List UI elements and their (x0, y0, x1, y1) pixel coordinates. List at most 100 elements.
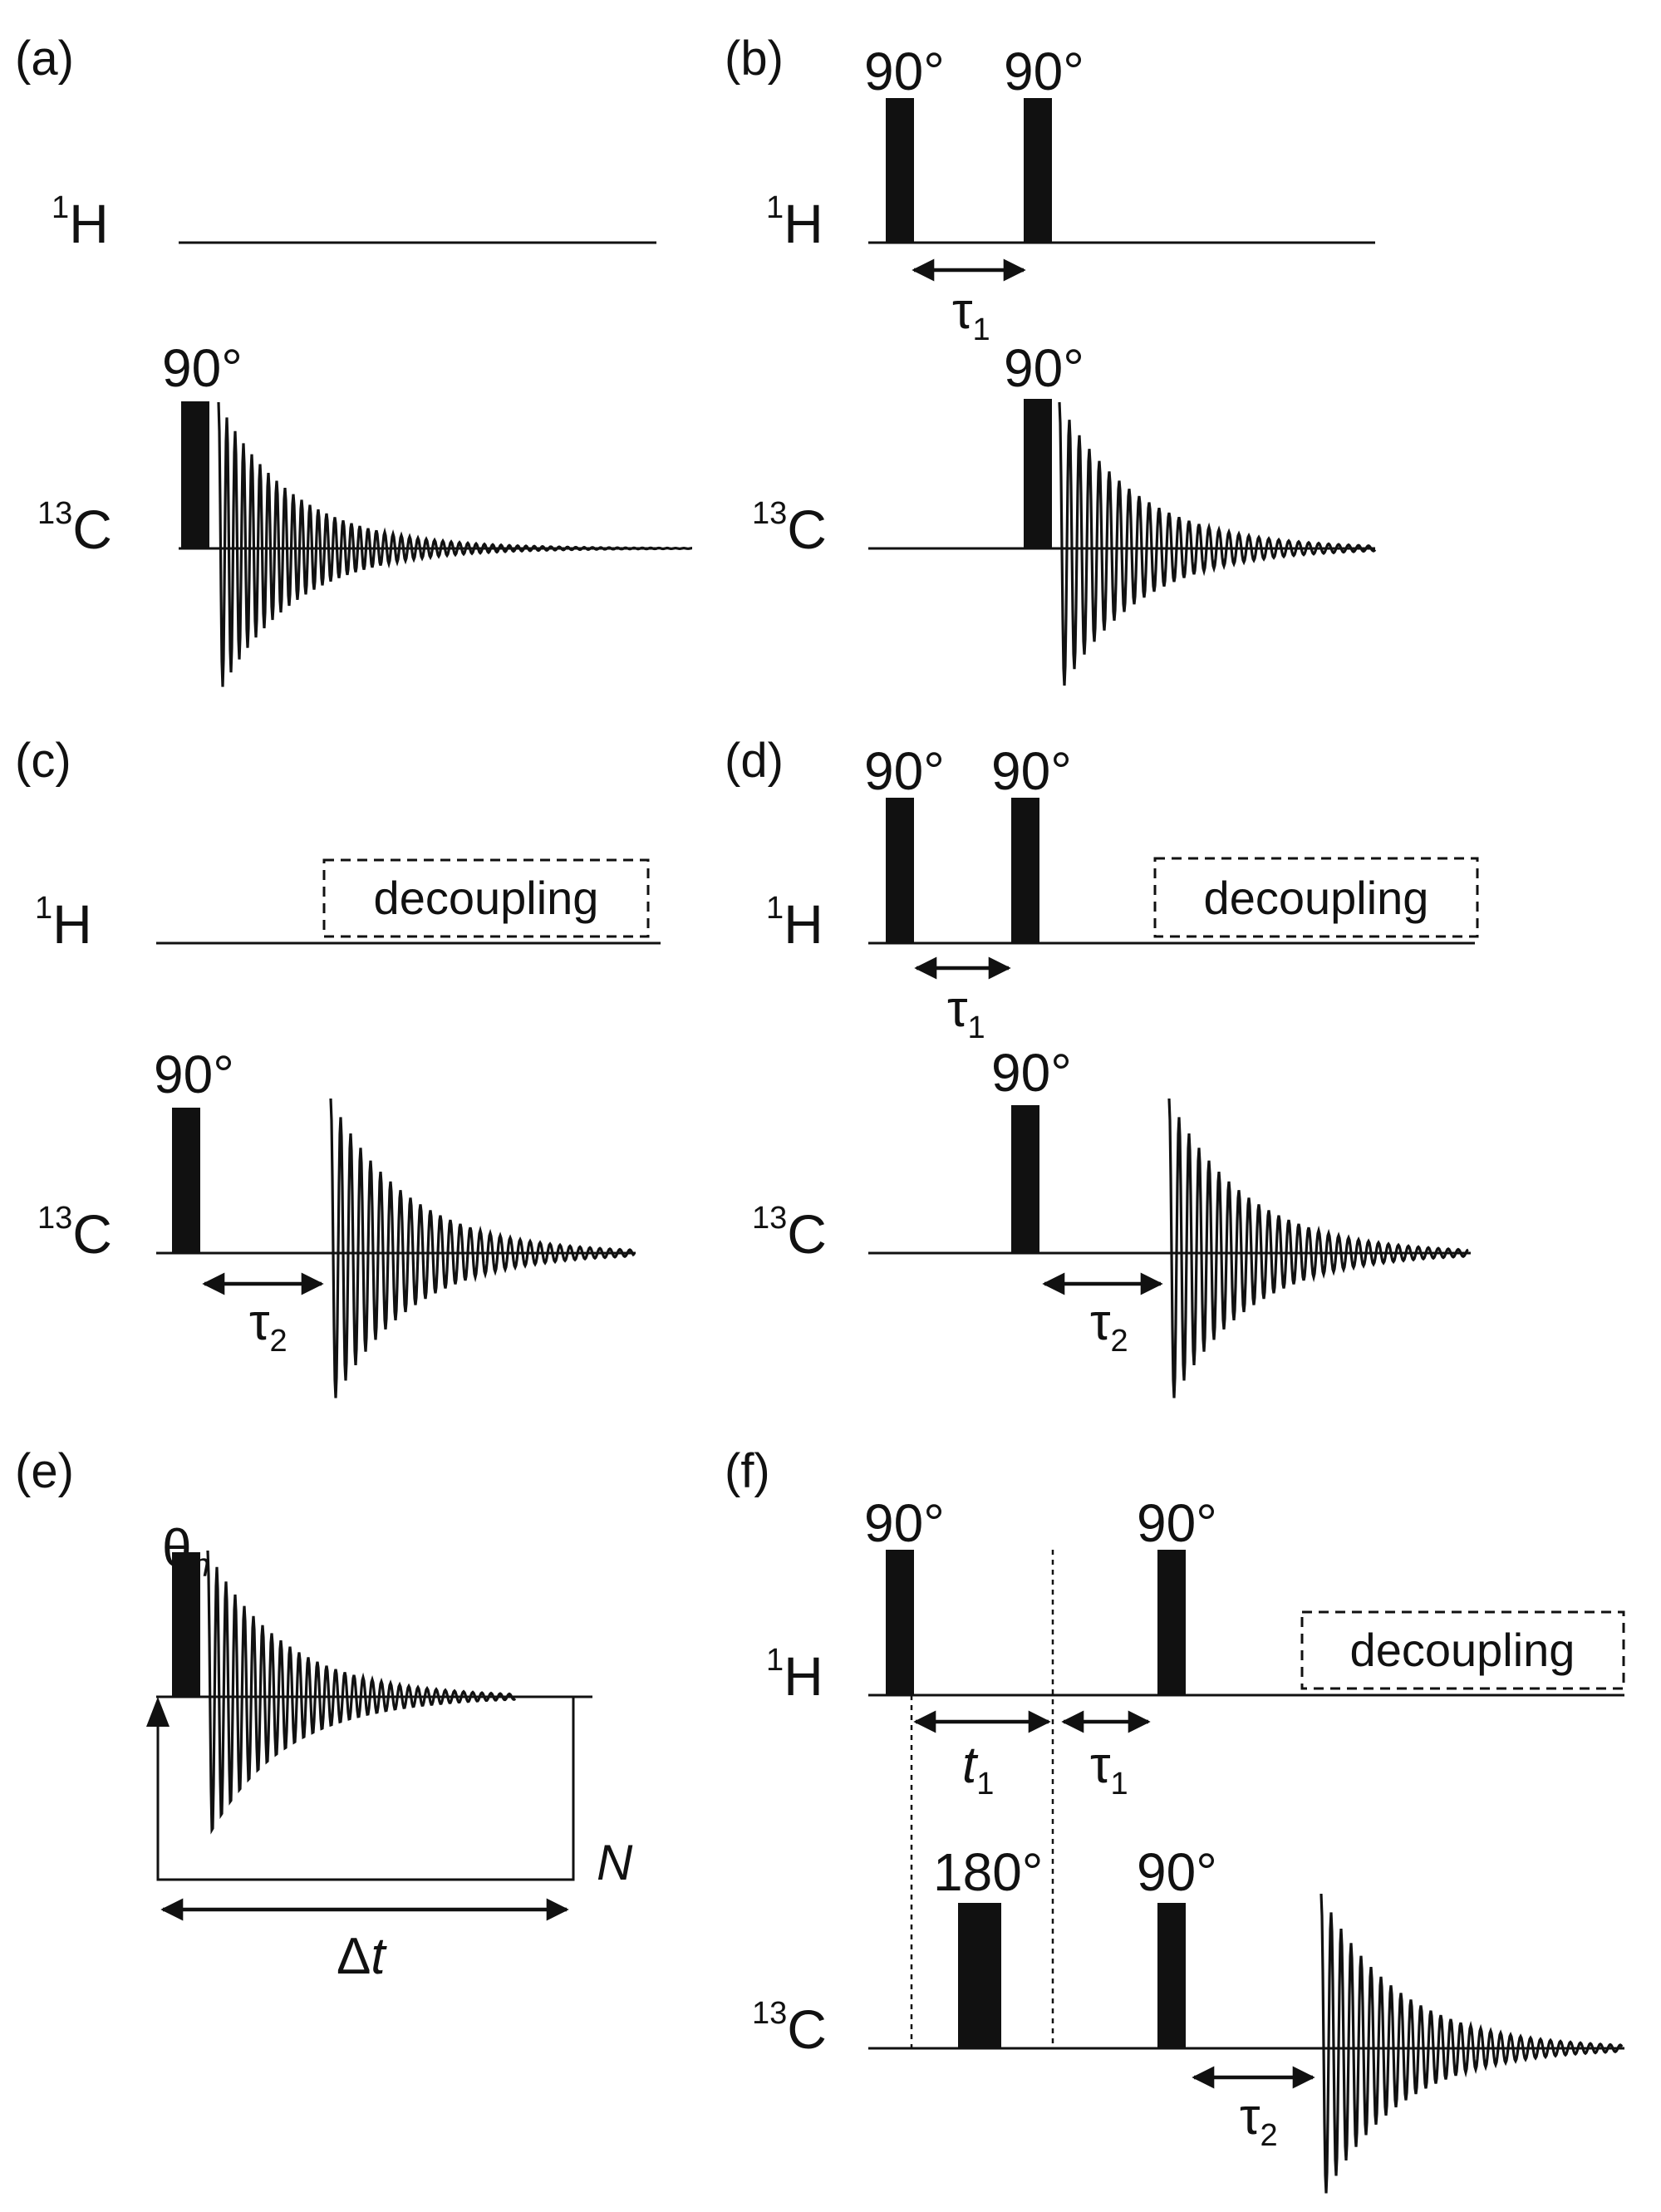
channel-label-c-d: 13C (752, 1201, 827, 1265)
channel-sup: 13 (37, 1201, 72, 1236)
pulse-label-b-1: 90° (864, 42, 945, 101)
channel-label-c-c: 13C (37, 1201, 112, 1265)
panel-label-b: (b) (725, 32, 784, 86)
pulse-90-h-f-2 (1157, 1550, 1186, 1695)
delay-pre: Δ (337, 1928, 371, 1985)
channel-label-h-d: 1H (766, 891, 823, 955)
pulse-180-c-f (958, 1903, 1001, 2048)
decoupling-label-f: decoupling (1350, 1624, 1575, 1676)
panel-f: (f) 90° 90° decoupling 1H t1 τ1 180° 90°… (725, 1444, 1625, 2194)
delay-main: τ (947, 981, 968, 1038)
channel-label-h-f: 1H (766, 1643, 823, 1707)
delay-label-tau1-f: τ1 (1090, 1737, 1128, 1802)
panel-label-d: (d) (725, 734, 784, 788)
pulse-label-b-2: 90° (1004, 42, 1084, 101)
pulse-90-h-d-2 (1011, 798, 1039, 943)
channel-sup: 1 (35, 891, 52, 926)
channel-main: H (784, 893, 823, 955)
fid-a (217, 401, 692, 687)
channel-sup: 13 (752, 1996, 787, 2031)
pulse-label-f-2: 90° (1137, 1493, 1217, 1553)
panel-label-e: (e) (15, 1444, 74, 1498)
delay-label-tau2-d: τ2 (1090, 1294, 1128, 1359)
channel-main: H (784, 193, 823, 254)
channel-sup: 13 (752, 1201, 787, 1236)
channel-main: H (52, 893, 92, 955)
pulse-90-h-f-1 (886, 1550, 914, 1695)
panel-b: (b) 90° 90° 1H τ1 90° 13C (725, 32, 1377, 686)
delay-label-tau2-f: τ2 (1240, 2088, 1278, 2153)
channel-label-h-c: 1H (35, 891, 92, 955)
delay-sub: 1 (973, 312, 990, 347)
delay-main: τ (952, 283, 973, 340)
channel-main: C (72, 499, 112, 560)
pulse-90-h-d-1 (886, 798, 914, 943)
panel-e: (e) θn N Δt (15, 1444, 633, 1985)
channel-main: C (787, 1998, 827, 2060)
repeat-count-label-e: N (597, 1835, 633, 1890)
channel-main: H (69, 193, 109, 254)
pulse-90-c-f (1157, 1903, 1186, 2048)
pulse-90-c-d (1011, 1105, 1039, 1253)
pulse-90-h-b-1 (886, 98, 914, 243)
channel-main: C (787, 499, 827, 560)
delay-label-t1-f: t1 (962, 1737, 994, 1802)
channel-sup: 1 (52, 190, 69, 225)
pulse-label-c: 90° (154, 1045, 234, 1104)
pulse-90-c-a (181, 401, 209, 548)
decoupling-box-f (1300, 1610, 1625, 1690)
repeat-loop-arrowhead-e (146, 1697, 170, 1727)
pulse-label-f-c: 90° (1137, 1842, 1217, 1902)
fid-b (1058, 401, 1377, 686)
pulse-theta-e (172, 1552, 200, 1697)
fid-c (329, 1098, 636, 1398)
pulse-90-c-b (1024, 399, 1052, 548)
pulse-90-h-b-2 (1024, 98, 1052, 243)
pulse-label-d-2: 90° (991, 741, 1072, 801)
delay-label-tau1-b: τ1 (952, 283, 990, 347)
panel-a: (a) 1H 90° 13C (15, 32, 692, 687)
fid-d (1167, 1098, 1469, 1398)
delay-main: τ (1240, 2088, 1260, 2146)
channel-sup: 13 (37, 496, 72, 531)
channel-label-c-a: 13C (37, 496, 112, 560)
delay-sub: 2 (1111, 1324, 1128, 1359)
channel-label-h-a: 1H (52, 190, 109, 254)
channel-label-c-f: 13C (752, 1996, 827, 2060)
decoupling-label-d: decoupling (1204, 872, 1429, 924)
channel-sup: 1 (766, 1643, 784, 1678)
fid-e (206, 1550, 517, 1835)
pulse-label-d-c: 90° (991, 1043, 1072, 1103)
delay-main: t (371, 1928, 387, 1985)
delay-label-tau1-d: τ1 (947, 981, 985, 1045)
delay-main: τ (249, 1294, 270, 1351)
channel-label-h-b: 1H (766, 190, 823, 254)
channel-label-c-b: 13C (752, 496, 827, 560)
panel-label-f: (f) (725, 1444, 770, 1498)
panel-d: (d) 90° 90° decoupling 1H τ1 90° 13C τ2 (725, 734, 1479, 1398)
delay-sub: 1 (1111, 1767, 1128, 1802)
channel-sup: 1 (766, 891, 784, 926)
channel-main: C (787, 1203, 827, 1265)
delay-sub: 1 (976, 1767, 994, 1802)
pulse-90-c-c (172, 1108, 200, 1253)
delay-sub: 2 (270, 1324, 287, 1359)
delay-main: t (962, 1737, 979, 1794)
delay-main: τ (1090, 1737, 1111, 1794)
pulse-label-f-180: 180° (933, 1842, 1043, 1902)
pulse-label-a: 90° (162, 338, 243, 398)
channel-main: H (784, 1645, 823, 1707)
delay-label-delta-t-e: Δt (337, 1928, 387, 1985)
panel-c: (c) decoupling 1H 90° 13C τ2 (15, 734, 661, 1398)
channel-main: C (72, 1203, 112, 1265)
decoupling-label-c: decoupling (374, 872, 599, 924)
channel-sup: 13 (752, 496, 787, 531)
delay-sub: 1 (968, 1010, 985, 1045)
repeat-loop-e (156, 1697, 575, 1881)
delay-main: τ (1090, 1294, 1111, 1351)
delay-sub: 2 (1260, 2118, 1278, 2153)
pulse-label-f-1: 90° (864, 1493, 945, 1553)
delay-label-tau2-c: τ2 (249, 1294, 287, 1359)
panel-label-a: (a) (15, 32, 74, 86)
